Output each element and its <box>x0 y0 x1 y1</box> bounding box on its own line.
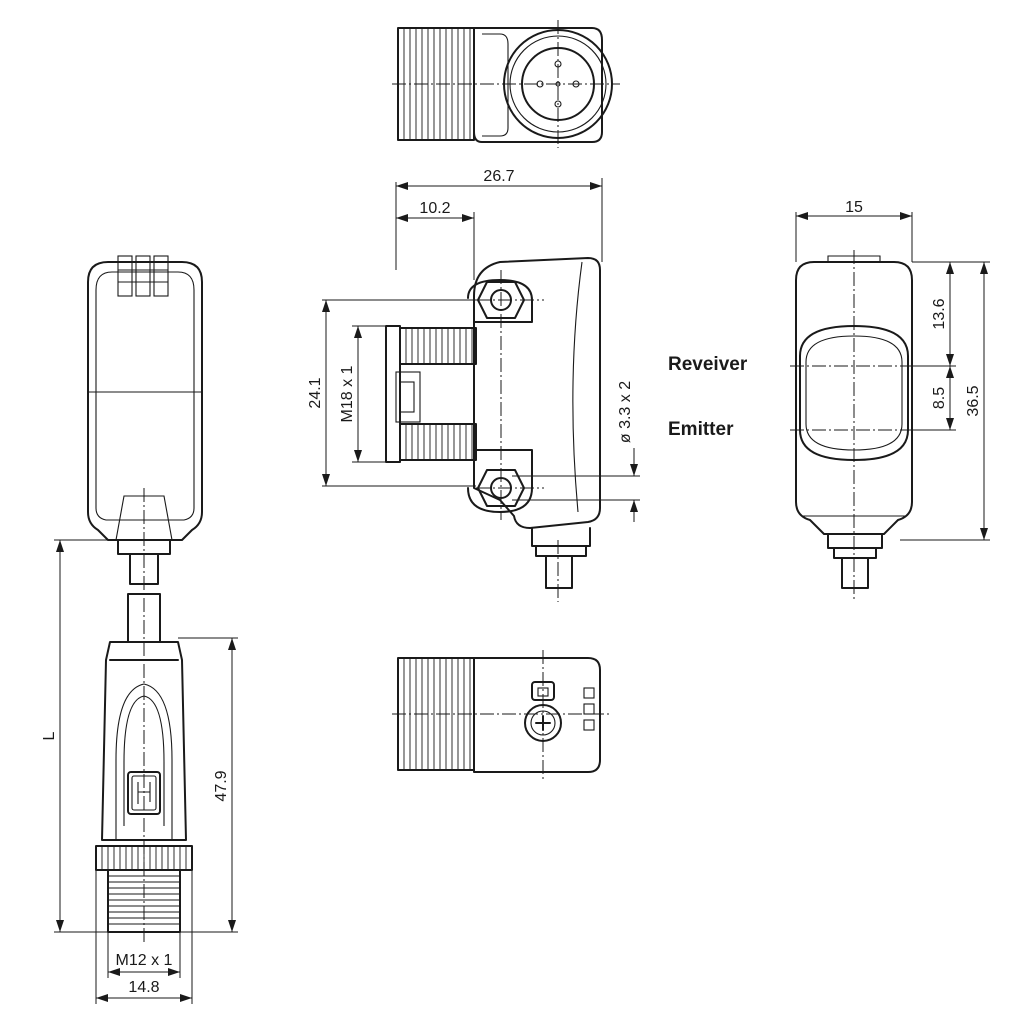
dim-bracket-offset: 10.2 <box>419 200 450 217</box>
dim-connector-length: 47.9 <box>213 770 230 801</box>
bottom-view <box>392 650 612 780</box>
side-thread-lower <box>399 423 477 461</box>
dim-connector-thread: M12 x 1 <box>116 952 173 969</box>
dim-thread: M18 x 1 <box>339 365 356 422</box>
dim-hole: ø 3.3 x 2 <box>617 381 634 443</box>
side-view: 26.7 10.2 24.1 M18 x 1 ø 3.3 x 2 <box>307 168 640 602</box>
cable-connector: L 47.9 M12 x 1 14.8 <box>41 488 238 1004</box>
rear-led-indicators <box>117 255 169 297</box>
dim-mount-height: 24.1 <box>307 377 324 408</box>
rear-view <box>87 255 203 585</box>
dim-height: 36.5 <box>965 385 982 416</box>
dim-receiver-offset: 13.6 <box>931 298 948 329</box>
emitter-label: Emitter <box>668 419 734 440</box>
dim-connector-width: 14.8 <box>128 979 159 996</box>
dim-cable-length: L <box>41 731 58 740</box>
dim-width: 15 <box>845 199 863 216</box>
dim-lens-spacing: 8.5 <box>931 387 948 409</box>
dim-overall-depth: 26.7 <box>483 168 514 185</box>
receiver-label: Reveiver <box>668 354 748 375</box>
top-view <box>392 20 620 148</box>
front-view: 15 13.6 8.5 36.5 Reveiver Emitter <box>668 199 990 600</box>
side-thread-upper <box>399 327 477 365</box>
